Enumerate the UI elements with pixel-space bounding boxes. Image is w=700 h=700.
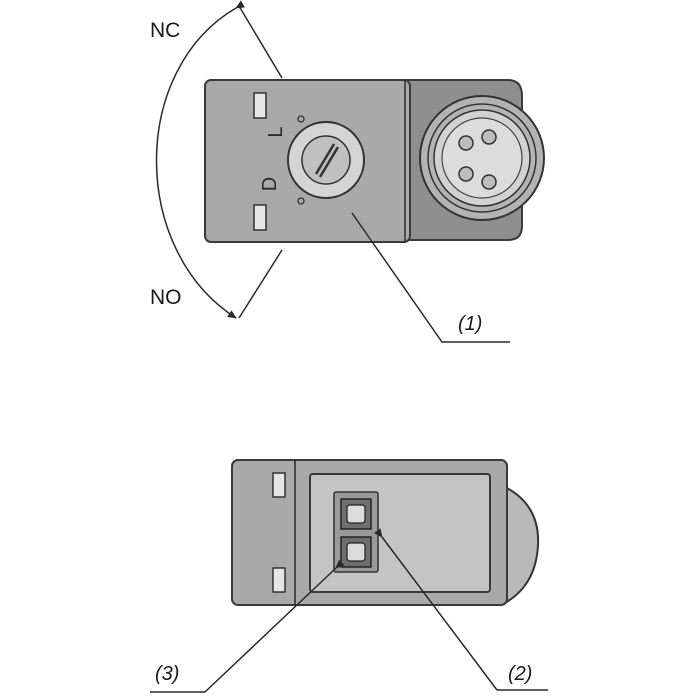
mounting-slot-top	[272, 472, 286, 498]
callout-2: (2)	[508, 663, 532, 685]
callout-3: (3)	[155, 663, 179, 685]
connector-pin	[481, 129, 497, 145]
switching-arc	[155, 0, 283, 319]
connector-pin	[481, 174, 497, 190]
no-label: NO	[150, 286, 182, 309]
lens-dome	[504, 485, 540, 605]
mounting-slot-top	[253, 92, 267, 119]
callout-1: (1)	[458, 313, 482, 335]
m12-connector	[419, 95, 545, 221]
sensor-bottom-view	[231, 459, 540, 606]
light-on-mark: L	[265, 126, 287, 137]
rotation-arrow	[155, 0, 245, 319]
nc-extension-line	[238, 5, 283, 79]
leader-line-3	[204, 559, 345, 693]
dial-detent	[297, 115, 305, 123]
mode-selector-dial[interactable]	[287, 115, 365, 205]
mounting-slot-bottom	[272, 567, 286, 593]
connector-pin	[458, 166, 474, 182]
led-indicator-lower	[340, 536, 372, 568]
mounting-slot-bottom	[253, 204, 267, 231]
connector-pin	[458, 135, 474, 151]
led-indicator-upper	[340, 498, 372, 530]
no-extension-line	[238, 249, 283, 319]
leader-line-2	[373, 528, 498, 691]
leader-line-1	[351, 212, 510, 343]
sensor-top-view: L D	[204, 79, 545, 243]
dark-on-mark: D	[259, 177, 281, 191]
dial-detent	[297, 197, 305, 205]
nc-label: NC	[150, 19, 180, 42]
